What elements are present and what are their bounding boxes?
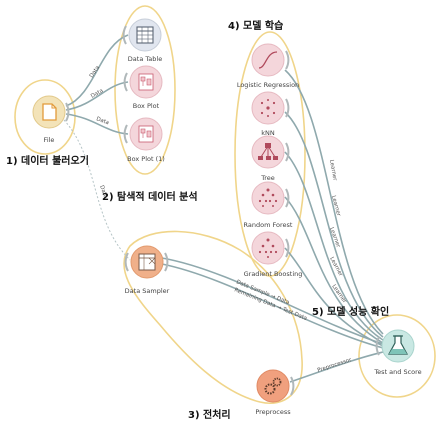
logistic-regression-node-circle[interactable] xyxy=(251,43,285,77)
edge-label-learner-1: Learner xyxy=(328,159,338,181)
link-boosting-test[interactable] xyxy=(284,247,384,347)
node-logistic-regression[interactable]: Logistic Regression xyxy=(237,43,299,89)
data-table-node-label: Data Table xyxy=(128,55,162,63)
link-tree-test[interactable] xyxy=(284,151,384,341)
link-logreg-test[interactable] xyxy=(284,69,384,335)
link-file-boxplot[interactable] xyxy=(65,81,129,111)
boosting-icon xyxy=(258,238,278,258)
box-plot-node-label: Box Plot xyxy=(133,102,160,110)
box-plot-icon xyxy=(138,73,154,91)
preprocess-output-port[interactable] xyxy=(290,376,295,396)
group-explore-outline xyxy=(114,5,176,175)
node-file[interactable]: File xyxy=(32,95,70,144)
group-evaluate-outline xyxy=(358,314,436,398)
link-forest-test[interactable] xyxy=(284,196,384,344)
node-gradient-boosting[interactable]: Gradient Boosting xyxy=(244,231,303,278)
file-icon xyxy=(42,103,57,121)
tree-node-label: Tree xyxy=(260,174,275,182)
random-forest-node-label: Random Forest xyxy=(244,221,293,229)
box-plot-input-port[interactable] xyxy=(123,72,128,92)
knn-node-label: kNN xyxy=(261,129,275,137)
knn-output-port[interactable] xyxy=(285,98,290,118)
table-icon xyxy=(136,26,154,44)
logistic-curve-icon xyxy=(258,51,278,69)
node-preprocess[interactable]: Preprocess xyxy=(255,369,295,416)
edge-label-file-box: Data xyxy=(90,88,104,100)
section-label-load: 1) 데이터 불러오기 xyxy=(6,154,89,167)
node-box-plot-1[interactable]: Box Plot (1) xyxy=(123,117,165,163)
edge-label-file-box1: Data xyxy=(95,116,109,126)
data-sampler-node-label: Data Sampler xyxy=(125,287,170,295)
section-label-evaluate: 5) 모델 성능 확인 xyxy=(312,305,389,318)
logistic-regression-output-port[interactable] xyxy=(285,50,290,70)
node-tree[interactable]: Tree xyxy=(251,135,290,182)
link-preprocess-test[interactable] xyxy=(289,351,384,383)
link-sampler-test-2[interactable] xyxy=(161,263,384,349)
link-file-datasampler[interactable] xyxy=(63,119,131,261)
data-sampler-output-port[interactable] xyxy=(164,252,169,272)
file-output-port[interactable] xyxy=(65,102,70,122)
group-load-outline xyxy=(14,79,76,155)
section-label-explore: 2) 탐색적 데이터 분석 xyxy=(102,190,198,203)
node-test-and-score[interactable]: Test and Score xyxy=(373,329,422,376)
preprocess-node-circle[interactable] xyxy=(256,369,290,403)
node-data-sampler[interactable]: Data Sampler xyxy=(124,245,170,295)
gradient-boosting-node-circle[interactable] xyxy=(251,231,285,265)
node-box-plot[interactable]: Box Plot xyxy=(123,65,163,110)
flask-icon xyxy=(387,335,409,355)
file-node-label: File xyxy=(44,136,55,144)
scatter-points-icon xyxy=(260,99,276,117)
test-and-score-input-port[interactable] xyxy=(375,336,380,356)
edge-label-preprocess-test: Preprocessor xyxy=(317,357,353,374)
data-sampler-icon xyxy=(138,253,156,271)
box-plot-1-node-label: Box Plot (1) xyxy=(127,155,165,163)
edge-labels: Data Data Data Data Data Sample → Data R… xyxy=(89,65,353,374)
node-data-table[interactable]: Data Table xyxy=(122,18,163,63)
gears-icon xyxy=(264,377,282,395)
section-label-train: 4) 모델 학습 xyxy=(228,19,283,32)
preprocess-node-label: Preprocess xyxy=(255,408,291,416)
random-forest-output-port[interactable] xyxy=(285,188,290,208)
forest-icon xyxy=(258,188,278,207)
gradient-boosting-node-label: Gradient Boosting xyxy=(244,270,303,278)
edge-label-file-sampler: Data xyxy=(98,185,108,199)
link-knn-test[interactable] xyxy=(284,111,384,338)
node-random-forest[interactable]: Random Forest xyxy=(244,181,293,229)
box-plot-icon xyxy=(138,125,154,143)
node-knn[interactable]: kNN xyxy=(251,91,290,137)
tree-icon xyxy=(258,143,278,160)
gradient-boosting-output-port[interactable] xyxy=(285,238,290,258)
edge-label-learner-2: Learner xyxy=(330,195,341,218)
box-plot-1-input-port[interactable] xyxy=(123,124,128,144)
data-table-input-port[interactable] xyxy=(122,25,127,45)
link-sampler-test-1[interactable] xyxy=(161,257,384,345)
tree-output-port[interactable] xyxy=(285,142,290,162)
test-and-score-node-label: Test and Score xyxy=(373,368,421,376)
random-forest-node-circle[interactable] xyxy=(251,181,285,215)
section-label-preprocess: 3) 전처리 xyxy=(188,408,231,421)
link-file-datatable[interactable] xyxy=(65,34,129,107)
connections xyxy=(63,34,384,383)
data-sampler-input-port[interactable] xyxy=(124,252,129,272)
link-file-boxplot1[interactable] xyxy=(65,113,129,135)
logistic-regression-node-label: Logistic Regression xyxy=(237,81,299,89)
